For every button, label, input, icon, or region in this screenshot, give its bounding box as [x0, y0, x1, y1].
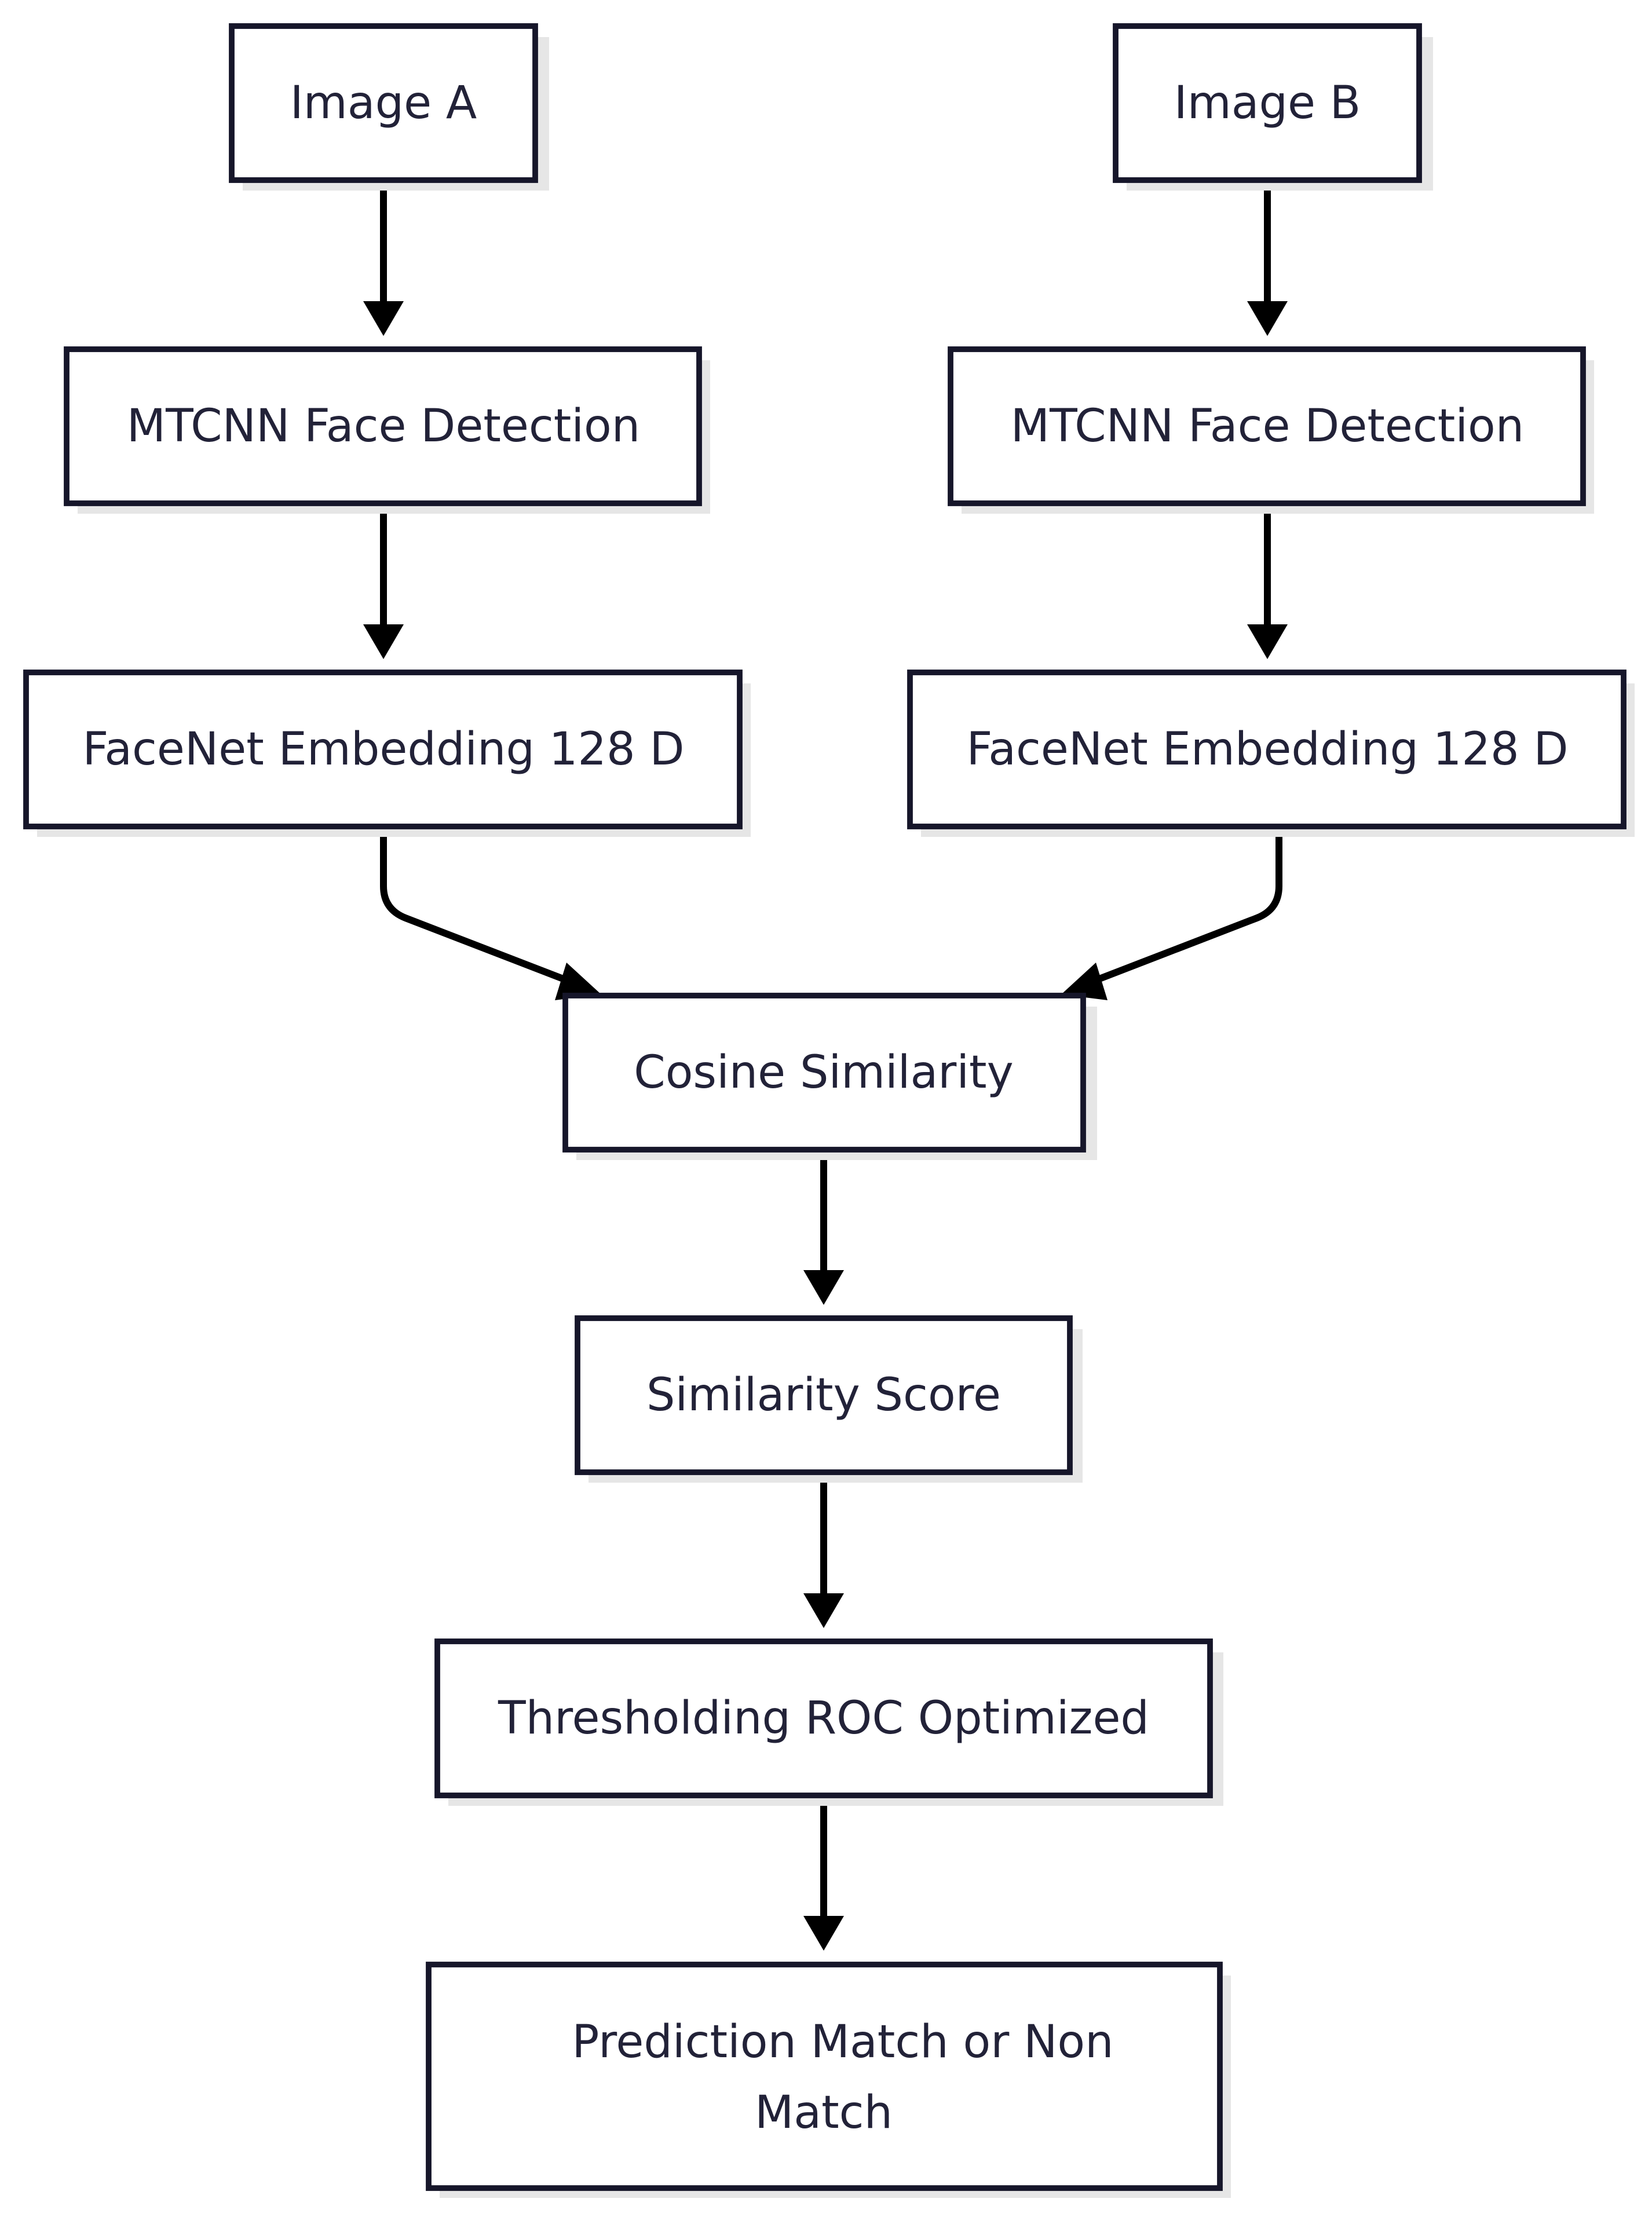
arrowhead-icon [803, 1593, 844, 1628]
edges [363, 181, 1288, 1951]
arrowhead-icon [363, 301, 404, 336]
arrowhead-icon [803, 1270, 844, 1305]
node-mtcnn-face-detection-a: MTCNN Face Detection [64, 346, 710, 514]
arrowhead-icon [363, 624, 404, 659]
node-label: FaceNet Embedding 128 D [966, 723, 1568, 776]
edge-facenet-b-to-cosine [1090, 826, 1282, 985]
node-label: Thresholding ROC Optimized [498, 1692, 1149, 1744]
node-label: Cosine Similarity [634, 1047, 1014, 1099]
node-image-b: Image B [1113, 23, 1433, 191]
arrowhead-icon [803, 1916, 844, 1951]
node-prediction: Prediction Match or Non Match [426, 1962, 1231, 2198]
node-cosine-similarity: Cosine Similarity [562, 993, 1097, 1160]
node-label: MTCNN Face Detection [1011, 400, 1524, 452]
node-image-a: Image A [229, 23, 549, 191]
arrowhead-icon [1247, 301, 1288, 336]
arrowhead-icon [1061, 963, 1108, 1000]
node-similarity-score: Similarity Score [575, 1315, 1083, 1483]
node-label: Image A [290, 77, 477, 129]
node-label: Image B [1174, 77, 1361, 129]
node-label-line-2: Match [755, 2087, 893, 2139]
node-mtcnn-face-detection-b: MTCNN Face Detection [948, 346, 1594, 514]
node-thresholding-roc-optimized: Thresholding ROC Optimized [434, 1638, 1223, 1806]
node-facenet-embedding-b: FaceNet Embedding 128 D [907, 670, 1635, 837]
node-facenet-embedding-a: FaceNet Embedding 128 D [23, 670, 751, 837]
node-label: FaceNet Embedding 128 D [82, 723, 684, 776]
arrowhead-icon [555, 963, 601, 1000]
node-label-line-1: Prediction Match or Non [572, 2016, 1113, 2068]
node-label: Similarity Score [646, 1369, 1001, 1421]
node-label: MTCNN Face Detection [127, 400, 640, 452]
arrowhead-icon [1247, 624, 1288, 659]
edge-facenet-a-to-cosine [380, 826, 572, 985]
